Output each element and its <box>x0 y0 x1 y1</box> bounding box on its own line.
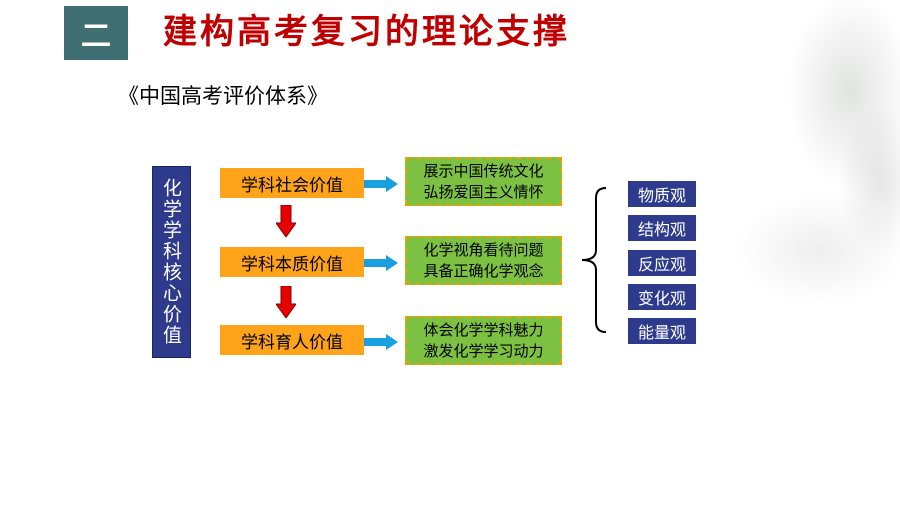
value-box-education: 学科育人价值 <box>220 325 364 355</box>
down-arrow-icon <box>276 205 296 237</box>
page-title: 建构高考复习的理论支撑 <box>163 12 570 52</box>
desc-line: 展示中国传统文化 <box>423 161 544 180</box>
desc-box-social: 展示中国传统文化 弘扬爱国主义情怀 <box>405 157 562 206</box>
desc-box-education: 体会化学学科魅力 激发化学学习动力 <box>405 316 562 365</box>
core-value-box: 化学学科核心价值 <box>152 166 191 358</box>
right-arrow-icon <box>364 176 398 192</box>
core-value-label: 化学学科核心价值 <box>160 178 182 346</box>
page-subtitle: 《中国高考评价体系》 <box>118 84 328 108</box>
brace-icon <box>581 187 607 333</box>
view-box-change: 变化观 <box>628 284 696 310</box>
desc-line: 弘扬爱国主义情怀 <box>423 182 544 201</box>
value-box-essential: 学科本质价值 <box>220 247 364 277</box>
down-arrow-icon <box>276 286 296 318</box>
view-box-reaction: 反应观 <box>628 250 696 276</box>
desc-line: 体会化学学科魅力 <box>423 320 544 339</box>
view-box-matter: 物质观 <box>628 181 696 207</box>
desc-line: 化学视角看待问题 <box>423 240 544 259</box>
desc-line: 具备正确化学观念 <box>423 261 544 280</box>
desc-line: 激发化学学习动力 <box>423 341 544 360</box>
value-box-social: 学科社会价值 <box>220 168 364 198</box>
right-arrow-icon <box>364 255 398 271</box>
section-number: 二 <box>64 6 128 60</box>
view-box-energy: 能量观 <box>628 318 696 344</box>
view-box-structure: 结构观 <box>628 215 696 241</box>
right-arrow-icon <box>364 334 398 350</box>
desc-box-essential: 化学视角看待问题 具备正确化学观念 <box>405 236 562 285</box>
